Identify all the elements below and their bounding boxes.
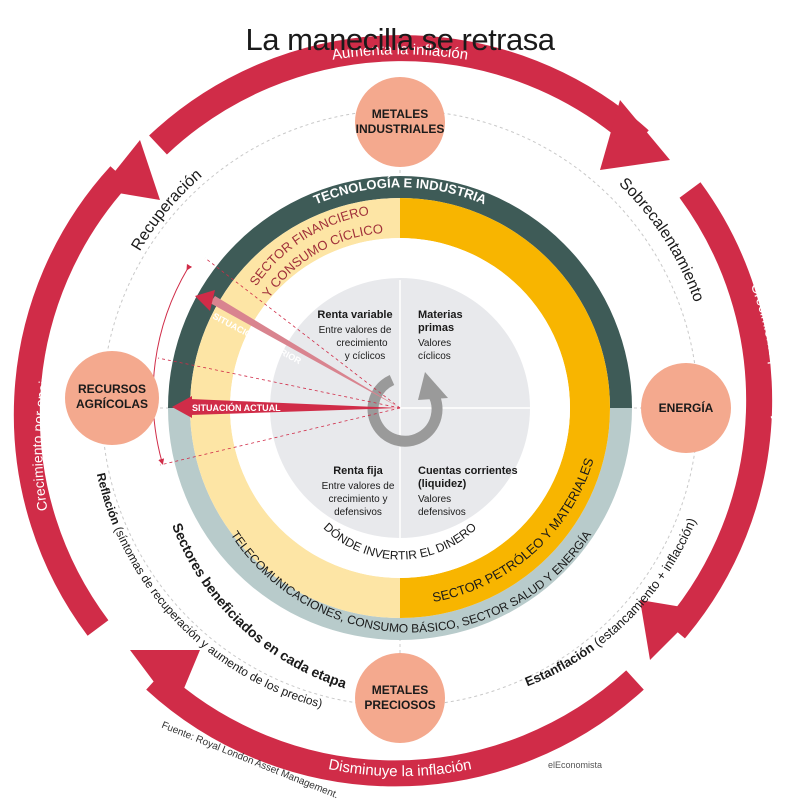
arrow-top: [149, 35, 649, 155]
arrowhead-bottom: [130, 650, 200, 710]
brand-logo: elEconomista: [548, 760, 603, 770]
hand-current: [172, 396, 400, 418]
hand-range-arc: [152, 263, 193, 465]
commodity-metales-preciosos: METALES PRECIOSOS: [355, 653, 445, 743]
q4-title2: (liquidez): [418, 478, 467, 490]
quadrant-texts: Renta variable Entre valores de crecimie…: [317, 309, 517, 518]
q1-line3: y cíclicos: [345, 351, 386, 362]
arrow-right: [665, 182, 773, 639]
commodity-recursos-agricolas: RECURSOS AGRÍCOLAS: [65, 351, 159, 445]
svg-text:METALES: METALES: [372, 107, 428, 121]
q3-line3: defensivos: [334, 507, 382, 518]
q3-line2: crecimiento y: [329, 494, 388, 505]
outer-arrows: [13, 35, 773, 787]
arrowhead-left: [100, 140, 160, 200]
q4-line1: Valores: [418, 494, 451, 505]
svg-text:PRECIOSOS: PRECIOSOS: [364, 698, 435, 712]
q2-line2: cíclicos: [418, 351, 451, 362]
ring-oil-band: [400, 198, 610, 618]
q1-title: Renta variable: [317, 309, 392, 321]
q2-title1: Materias: [418, 309, 463, 321]
hand-range-lines: [157, 257, 401, 466]
page-title: La manecilla se retrasa: [245, 22, 556, 57]
svg-text:INDUSTRIALES: INDUSTRIALES: [356, 122, 445, 136]
q3-line1: Entre valores de: [322, 481, 395, 492]
q2-title2: primas: [418, 322, 454, 334]
arrowhead-top: [600, 100, 670, 170]
commodity-metales-industriales: METALES INDUSTRIALES: [355, 77, 445, 167]
label-disminuye: Disminuye la inflación: [327, 756, 473, 780]
q1-line1: Entre valores de: [319, 325, 392, 336]
hand-previous: [195, 290, 400, 408]
svg-text:METALES: METALES: [372, 683, 428, 697]
q3-title: Renta fija: [333, 465, 383, 477]
hand-current-label: SITUACIÓN ACTUAL: [192, 402, 281, 413]
arrow-left: [13, 166, 130, 636]
q4-line2: defensivos: [418, 507, 466, 518]
q1-line2: crecimiento: [336, 338, 388, 349]
ring-financial-band: [190, 198, 400, 618]
q2-line1: Valores: [418, 338, 451, 349]
q4-title1: Cuentas corrientes: [418, 465, 518, 477]
svg-text:ENERGÍA: ENERGÍA: [659, 400, 714, 415]
arrow-bottom: [146, 670, 644, 787]
svg-text:RECURSOS: RECURSOS: [78, 382, 146, 396]
commodity-energia: ENERGÍA: [641, 363, 731, 453]
svg-text:AGRÍCOLAS: AGRÍCOLAS: [76, 396, 148, 411]
cycle-icon: [367, 372, 448, 447]
arrowhead-right: [640, 600, 700, 660]
